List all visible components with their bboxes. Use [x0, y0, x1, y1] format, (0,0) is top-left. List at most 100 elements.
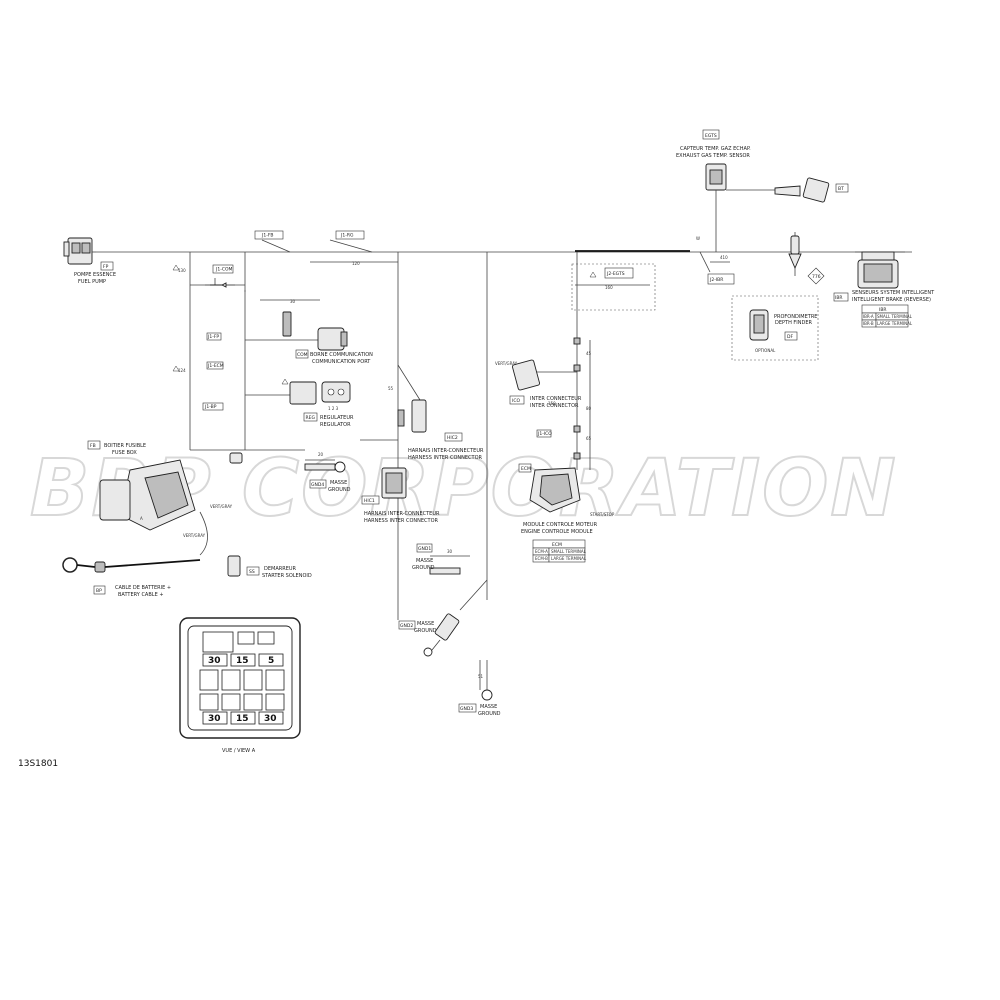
svg-text:SS: SS [249, 569, 255, 575]
communication-port[interactable]: 30 COM BORNE COMMUNICATION COMMUNICATION… [245, 299, 373, 365]
egt-sensor[interactable]: EGTS CAPTEUR TEMP. GAZ ECHAP. EXHAUST GA… [676, 129, 849, 252]
svg-text:EGTS: EGTS [705, 133, 717, 139]
svg-text:VERT/GRAY: VERT/GRAY [210, 504, 233, 509]
svg-text:BATTERY CABLE +: BATTERY CABLE + [118, 592, 164, 598]
svg-text:GROUND: GROUND [328, 487, 351, 493]
svg-text:INTELLIGENT BRAKE (REVERSE): INTELLIGENT BRAKE (REVERSE) [852, 297, 931, 303]
svg-text:30: 30 [208, 714, 221, 724]
svg-text:15: 15 [236, 656, 249, 666]
svg-text:HARNESS INTER CONNECTOR: HARNESS INTER CONNECTOR [408, 455, 483, 461]
svg-text:776: 776 [812, 274, 821, 280]
svg-text:MASSE: MASSE [330, 480, 347, 486]
central-harness: 55 [360, 252, 488, 620]
svg-text:BT: BT [838, 186, 844, 192]
svg-text:150: 150 [548, 401, 556, 406]
svg-text:ECM-A: ECM-A [535, 549, 548, 554]
ground-gnd4[interactable]: 20 GND4 MASSE GROUND [245, 449, 351, 493]
svg-text:HARNESS INTER CONNECTOR: HARNESS INTER CONNECTOR [364, 518, 439, 524]
svg-text:FP: FP [103, 264, 109, 270]
svg-text:EXHAUST GAS TEMP. SENSOR: EXHAUST GAS TEMP. SENSOR [676, 153, 750, 159]
starter-solenoid[interactable]: SS DEMARREUR STARTER SOLENOID [227, 555, 312, 579]
svg-text:5: 5 [268, 656, 274, 666]
ground-gnd1[interactable]: 30 GND1 MASSE GROUND [412, 543, 470, 575]
svg-text:HARNAIS INTER-CONNECTEUR: HARNAIS INTER-CONNECTEUR [408, 448, 484, 454]
temp-sensor[interactable]: 776 [788, 232, 825, 285]
svg-text:130: 130 [178, 268, 186, 273]
harness-inter-connector-1[interactable]: HIC1 HARNAIS INTER-CONNECTEUR HARNESS IN… [361, 467, 440, 524]
svg-text:MASSE: MASSE [417, 621, 434, 627]
svg-text:REGULATOR: REGULATOR [320, 422, 351, 428]
engine-control-module[interactable]: ECM MODULE CONTROLE MOTEUR ENGINE CONTRO… [518, 463, 615, 535]
svg-text:STARTER SOLENOID: STARTER SOLENOID [262, 573, 312, 579]
svg-text:J1-FB: J1-FB [261, 233, 274, 239]
svg-text:J1-BP: J1-BP [204, 404, 217, 410]
inter-connector[interactable]: ICO INTER CONNECTEUR INTER CONNECTOR VER… [495, 359, 582, 409]
svg-text:COM: COM [297, 352, 308, 358]
svg-text:MASSE: MASSE [416, 558, 433, 564]
diagram-code: 13S1801 [18, 759, 58, 769]
svg-text:BOITIER FUSIBLE: BOITIER FUSIBLE [104, 443, 146, 449]
svg-text:PROFONDIMETRE: PROFONDIMETRE [774, 314, 817, 320]
svg-text:GND1: GND1 [418, 546, 431, 552]
svg-text:GROUND: GROUND [414, 628, 437, 634]
battery-cable[interactable]: BP CABLE DE BATTERIE + BATTERY CABLE + [62, 557, 201, 598]
svg-text:J1-ICO: J1-ICO [537, 431, 552, 437]
svg-text:IBR: IBR [835, 295, 843, 301]
fuse-box[interactable]: FB BOITIER FUSIBLE FUSE BOX A VERT/GRAY … [87, 440, 243, 556]
svg-text:FUSE BOX: FUSE BOX [112, 450, 137, 456]
ground-gnd2[interactable]: GND2 MASSE GROUND [398, 579, 488, 657]
svg-text:J1-COM: J1-COM [215, 267, 232, 273]
svg-text:51: 51 [478, 674, 484, 679]
svg-text:W: W [696, 236, 700, 241]
svg-text:VUE / VIEW A: VUE / VIEW A [222, 748, 256, 754]
svg-text:GND3: GND3 [460, 706, 473, 712]
svg-text:GND4: GND4 [311, 482, 324, 488]
svg-text:SMALL TERMINAL: SMALL TERMINAL [551, 549, 587, 554]
right-branch: 410 J2-IBR W [696, 236, 735, 285]
left-harness: J1-COM 130 124 J1-FP J1-ECM J1-BP [172, 252, 246, 451]
svg-text:15: 15 [236, 714, 249, 724]
svg-text:POMPE ESSENCE: POMPE ESSENCE [74, 272, 116, 278]
svg-text:30: 30 [290, 299, 296, 304]
svg-text:A: A [140, 516, 143, 521]
svg-text:INTER CONNECTOR: INTER CONNECTOR [530, 403, 579, 409]
svg-text:REGULATEUR: REGULATEUR [320, 415, 354, 421]
ibr-sensor[interactable]: IBR SENSEURS SYSTEM INTELLIGENT INTELLIG… [833, 251, 935, 303]
svg-text:VERT/GRAY: VERT/GRAY [183, 533, 206, 538]
svg-text:IBR-A: IBR-A [863, 314, 874, 319]
svg-text:55: 55 [388, 386, 394, 391]
svg-text:ENGINE CONTROLE MODULE: ENGINE CONTROLE MODULE [521, 529, 593, 535]
svg-text:LARGE TERMINAL: LARGE TERMINAL [877, 321, 913, 326]
svg-text:ECM: ECM [521, 466, 531, 472]
svg-text:HIC2: HIC2 [447, 435, 458, 441]
regulator[interactable]: 1 2 3 REG REGULATEUR REGULATOR [245, 378, 354, 428]
main-trunk: J1-FB J1-RG 120 [96, 230, 912, 266]
svg-text:INTER CONNECTEUR: INTER CONNECTEUR [530, 396, 582, 402]
svg-text:CABLE DE BATTERIE +: CABLE DE BATTERIE + [115, 585, 171, 591]
svg-text:GROUND: GROUND [478, 711, 501, 717]
svg-text:HARNAIS INTER-CONNECTEUR: HARNAIS INTER-CONNECTEUR [364, 511, 440, 517]
svg-text:ECM: ECM [552, 542, 562, 548]
svg-text:SENSEURS SYSTEM INTELLIGENT: SENSEURS SYSTEM INTELLIGENT [852, 290, 935, 296]
svg-text:CAPTEUR TEMP. GAZ ECHAP.: CAPTEUR TEMP. GAZ ECHAP. [680, 146, 751, 152]
svg-text:IBR: IBR [879, 307, 887, 313]
ground-gnd3[interactable]: 51 GND3 MASSE GROUND [458, 660, 501, 717]
fuel-pump[interactable]: FP POMPE ESSENCE FUEL PUMP [63, 237, 116, 285]
svg-text:65: 65 [586, 436, 592, 441]
svg-text:SMALL TERMINAL: SMALL TERMINAL [877, 314, 913, 319]
depth-finder[interactable]: PROFONDIMETRE DEPTH FINDER DF OPTIONAL [731, 295, 819, 361]
svg-text:OPTIONAL: OPTIONAL [755, 348, 776, 353]
svg-text:160: 160 [605, 285, 613, 290]
svg-text:1 2 3: 1 2 3 [328, 406, 339, 411]
svg-text:GROUND: GROUND [412, 565, 435, 571]
fuse-box-detail-view: 30 15 5 30 15 30 VUE / VIEW A [179, 617, 301, 754]
svg-text:ICO: ICO [512, 398, 520, 404]
svg-text:J1-RG: J1-RG [340, 233, 354, 239]
ecm-terminal-table: ECM ECM-A SMALL TERMINAL ECM-B LARGE TER… [532, 539, 587, 563]
svg-text:120: 120 [352, 261, 360, 266]
ibr-terminal-table: IBR IBR-A SMALL TERMINAL IBR-B LARGE TER… [861, 304, 913, 328]
svg-text:MASSE: MASSE [480, 704, 497, 710]
harness-inter-connector-2[interactable]: HIC2 HARNAIS INTER-CONNECTEUR HARNESS IN… [397, 399, 484, 461]
